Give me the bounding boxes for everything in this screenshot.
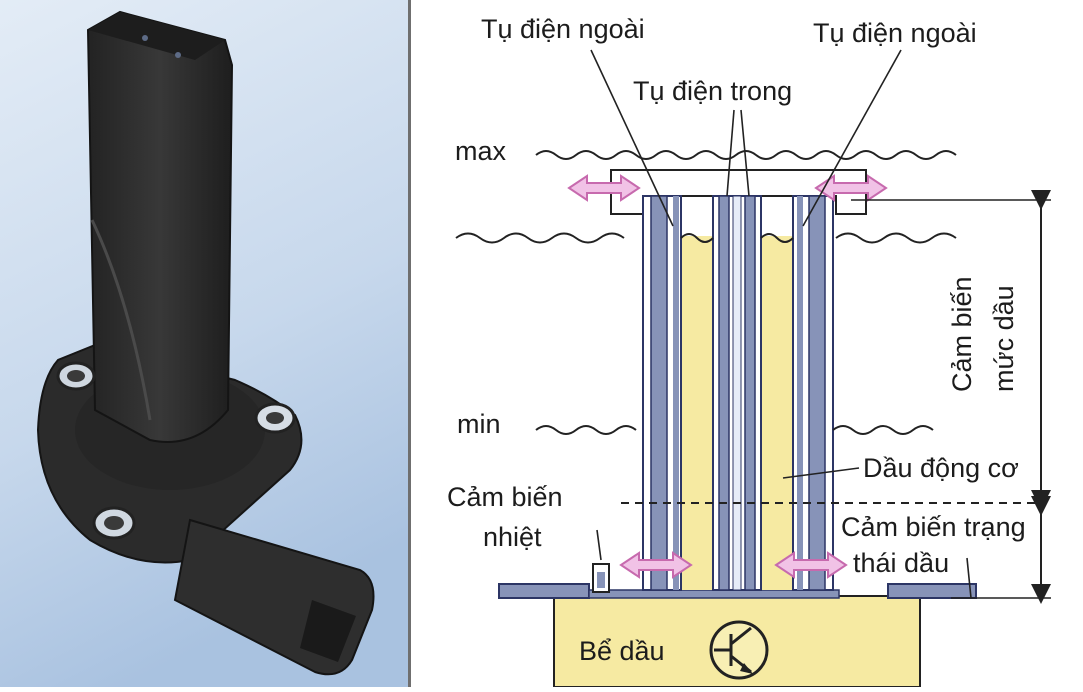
transistor-icon <box>709 620 769 680</box>
oil-column-right <box>761 236 793 590</box>
base-plate-left <box>498 583 590 599</box>
schematic-drawing <box>455 49 1051 688</box>
oil-pan-label: Bể dầu <box>579 636 665 666</box>
panel-divider <box>408 0 411 687</box>
current-level-line-right <box>835 232 957 244</box>
double-arrow-icons <box>567 174 888 579</box>
engine-oil-label: Dầu động cơ <box>863 453 1019 483</box>
condition-sensor-label-line1: Cảm biến trạng <box>841 512 1026 542</box>
min-level-line-right <box>832 425 934 435</box>
max-level-line <box>535 150 957 160</box>
current-level-line-left <box>455 232 625 244</box>
sensor-photo-drawing <box>0 0 408 687</box>
oil-column-left <box>681 236 713 590</box>
outer-capacitor-right-label: Tụ điện ngoài <box>813 18 977 48</box>
base-plate-right <box>887 583 977 599</box>
temperature-sensor-label-line2: nhiệt <box>483 522 542 552</box>
min-label: min <box>457 409 501 439</box>
condition-sensor-label-line2: thái dầu <box>853 548 950 578</box>
max-label: max <box>455 136 507 166</box>
outer-capacitor-left <box>642 195 682 591</box>
level-sensor-label-line2: mức dầu <box>989 285 1019 392</box>
sensor-schematic: Tụ điện ngoài Tụ điện ngoài Tụ điện tron… <box>411 0 1083 688</box>
outer-capacitor-right <box>792 195 834 591</box>
temperature-sensor-label-line1: Cảm biến <box>447 482 563 512</box>
sensor-photo <box>0 0 408 687</box>
inner-capacitor-label: Tụ điện trong <box>633 76 793 106</box>
leader-lines <box>590 49 972 599</box>
base-plate-center <box>588 589 840 599</box>
outer-capacitor-left-label: Tụ điện ngoài <box>481 14 645 44</box>
min-level-line-left <box>535 425 637 435</box>
current-level-line-middle <box>680 233 794 243</box>
level-sensor-label-line1: Cảm biến <box>947 276 977 392</box>
inner-capacitor <box>712 195 762 591</box>
